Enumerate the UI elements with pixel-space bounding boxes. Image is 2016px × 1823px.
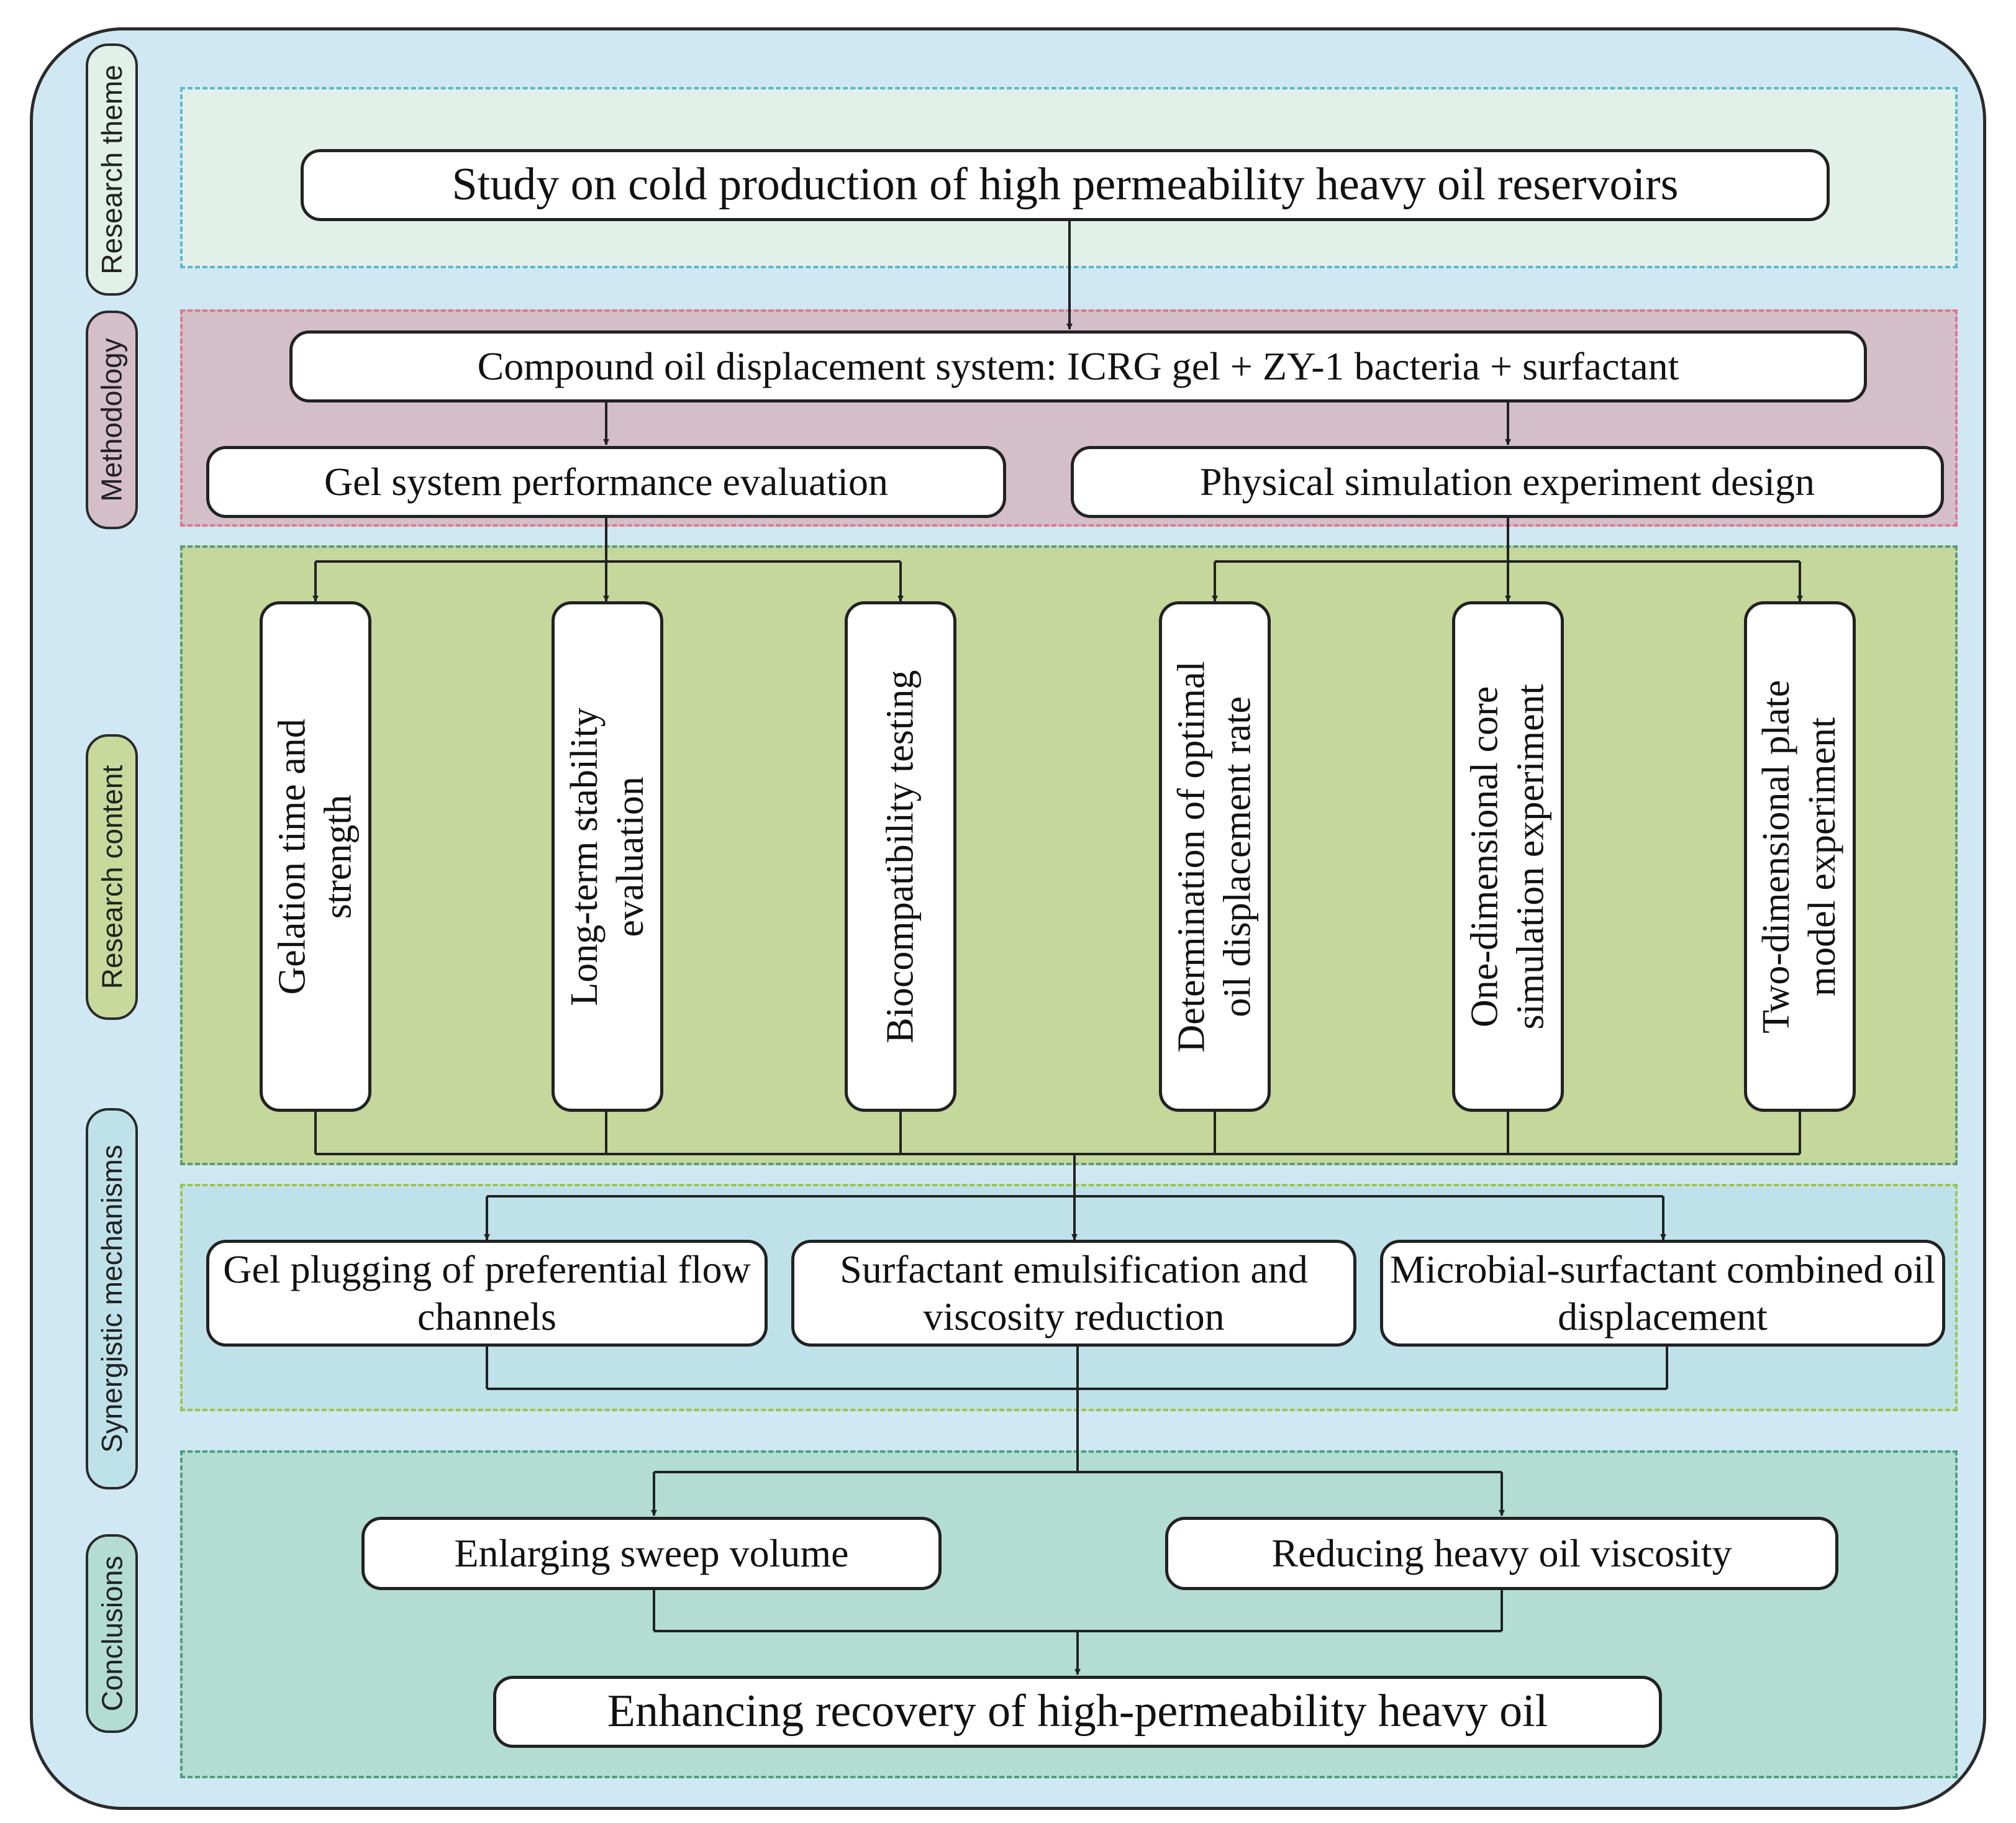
physical-simulation-box: Physical simulation experiment design [1071,446,1944,518]
content-item-text: Biocompatibility testing [879,670,922,1043]
content-item-text: Two-dimensional plate model experiment [1755,680,1844,1034]
content-item-biocompatibility: Biocompatibility testing [845,601,956,1112]
gel-evaluation-text: Gel system performance evaluation [324,460,889,504]
side-label-methodology: Methodology [86,311,138,529]
side-label-text: Methodology [96,338,128,502]
content-item-core-simulation: One-dimensional core simulation experime… [1452,601,1564,1112]
mechanism-microbial-surfactant: Microbial-surfactant combined oil displa… [1380,1240,1945,1347]
conclusion-enhanced-recovery: Enhancing recovery of high-permeability … [493,1676,1662,1748]
content-item-gelation: Gelation time and strength [260,601,371,1112]
side-label-text: Research theme [96,65,128,275]
content-item-text: One-dimensional core simulation experime… [1463,683,1552,1030]
side-label-research-theme: Research theme [86,43,138,296]
conclusion-sweep-volume: Enlarging sweep volume [361,1517,942,1590]
mechanism-text: Gel plugging of preferential flow channe… [223,1247,751,1339]
research-theme-text: Study on cold production of high permeab… [452,159,1679,211]
side-label-research-content: Research content [86,734,138,1020]
side-label-text: Synergistic mechanisms [96,1145,128,1453]
side-label-conclusions: Conclusions [86,1534,138,1733]
content-item-text: Long-term stability evaluation [563,707,652,1006]
content-item-displacement-rate: Determination of optimal oil displacemen… [1159,601,1271,1112]
side-label-text: Research content [96,765,129,989]
content-item-text: Gelation time and strength [271,718,360,995]
conclusion-final-text: Enhancing recovery of high-permeability … [607,1686,1548,1737]
mechanism-text: Microbial-surfactant combined oil displa… [1390,1247,1935,1339]
compound-system-text: Compound oil displacement system: ICRG g… [477,344,1679,389]
content-item-stability: Long-term stability evaluation [552,601,663,1112]
gel-evaluation-box: Gel system performance evaluation [206,446,1006,518]
mechanism-gel-plugging: Gel plugging of preferential flow channe… [206,1240,768,1347]
physical-simulation-text: Physical simulation experiment design [1199,460,1815,504]
conclusion-viscosity: Reducing heavy oil viscosity [1165,1517,1838,1590]
conclusion-text: Enlarging sweep volume [454,1531,849,1576]
content-item-text: Determination of optimal oil displacemen… [1170,660,1260,1053]
compound-system-box: Compound oil displacement system: ICRG g… [289,330,1867,402]
research-theme-box: Study on cold production of high permeab… [301,149,1830,221]
mechanism-text: Surfactant emulsification and viscosity … [840,1247,1308,1339]
side-label-text: Conclusions [96,1555,129,1712]
conclusion-text: Reducing heavy oil viscosity [1271,1531,1732,1576]
side-label-synergistic-mechanisms: Synergistic mechanisms [86,1108,138,1489]
mechanism-surfactant-emulsification: Surfactant emulsification and viscosity … [791,1240,1356,1347]
research-content-band [180,545,1958,1165]
content-item-plate-model: Two-dimensional plate model experiment [1744,601,1856,1112]
